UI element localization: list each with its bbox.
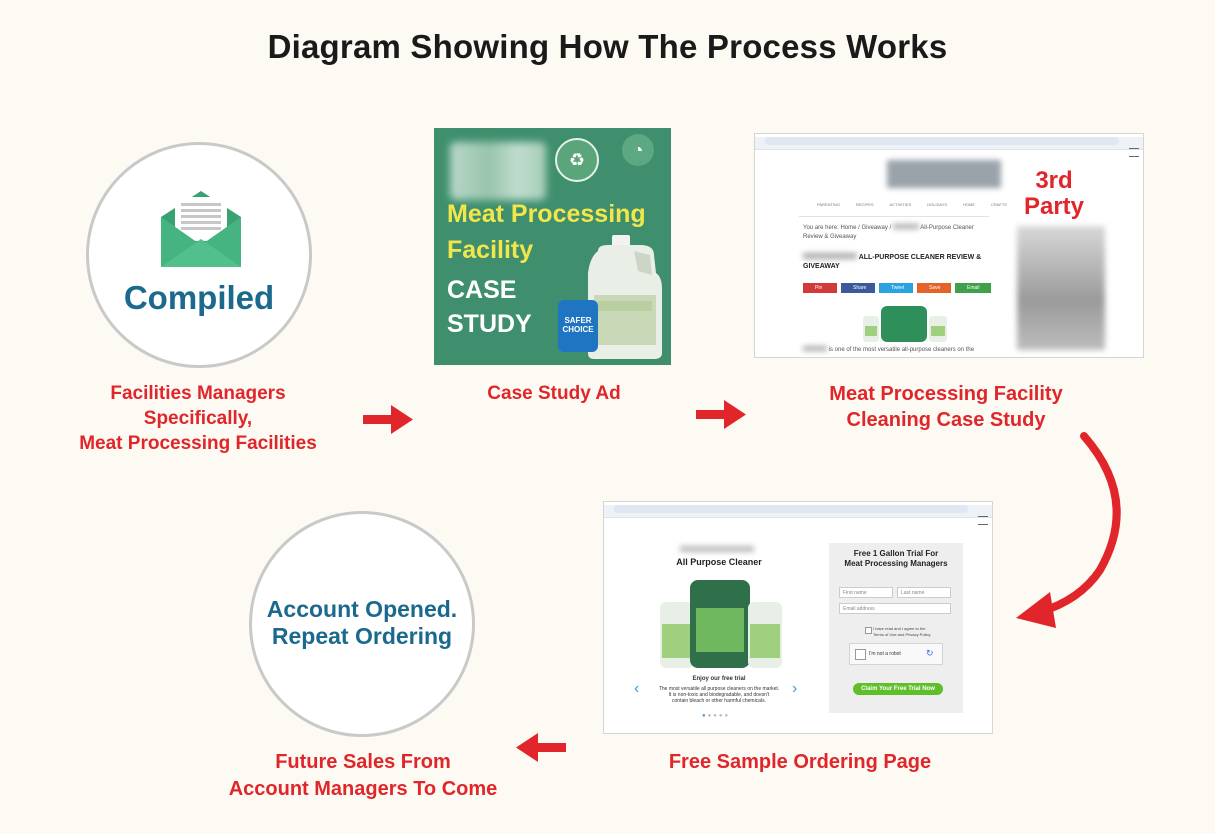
safer-choice-badge: SAFER CHOICE bbox=[558, 300, 598, 352]
last-name-field[interactable]: Last name bbox=[897, 587, 951, 598]
article-label: Meat Processing Facility Cleaning Case S… bbox=[829, 383, 1063, 431]
recaptcha-checkbox[interactable] bbox=[855, 649, 866, 660]
first-name-field[interactable]: First name bbox=[839, 587, 893, 598]
trial-form: Free 1 Gallon Trial For Meat Processing … bbox=[829, 543, 963, 713]
email-field[interactable]: Email address bbox=[839, 603, 951, 614]
enjoy-text: Enjoy our free trial bbox=[692, 676, 746, 682]
arrow-left-icon bbox=[516, 733, 566, 762]
order-page-browser: All Purpose Cleaner ‹ › Enjoy our free t… bbox=[603, 501, 993, 734]
carousel-prev-icon[interactable]: ‹ bbox=[634, 680, 640, 697]
menu-icon bbox=[1129, 148, 1139, 157]
compiled-label: Facilities Managers Specifically, Meat P… bbox=[79, 383, 317, 454]
form-title: Free 1 Gallon Trial For Meat Processing … bbox=[844, 549, 948, 568]
carousel-next-icon[interactable]: › bbox=[792, 680, 798, 697]
ad-label: Case Study Ad bbox=[487, 383, 621, 404]
browser-chrome bbox=[604, 505, 992, 518]
ad-line-2: Facility bbox=[447, 236, 534, 264]
pin-button[interactable]: Pin bbox=[803, 283, 837, 293]
page-title: Diagram Showing How The Process Works bbox=[267, 28, 948, 65]
order-label: Free Sample Ordering Page bbox=[668, 751, 932, 773]
brand-icon: ◔ bbox=[622, 134, 654, 166]
recaptcha-icon: ↻ bbox=[926, 648, 934, 658]
claim-trial-button[interactable]: Claim Your Free Trial Now bbox=[853, 683, 943, 695]
browser-chrome bbox=[755, 137, 1143, 150]
envelope-icon bbox=[161, 191, 241, 267]
product-image bbox=[863, 306, 947, 342]
product-jugs-image bbox=[660, 580, 782, 668]
blurred-site-logo bbox=[887, 160, 1001, 188]
robot-label: I'm not a robot bbox=[869, 651, 901, 657]
terms-text: I have read and I agree to the Terms of … bbox=[873, 626, 932, 637]
save-button[interactable]: Save bbox=[917, 283, 951, 293]
gallon-jug-icon bbox=[588, 235, 662, 359]
recycle-icon: ♻ bbox=[555, 138, 599, 182]
email-button[interactable]: Email bbox=[955, 283, 991, 293]
article-headline: ALL-PURPOSE CLEANER REVIEW & GIVEAWAY bbox=[803, 253, 982, 270]
share-button[interactable]: Share bbox=[841, 283, 875, 293]
arrow-right-icon bbox=[363, 405, 413, 434]
blurred-sidebar bbox=[1017, 226, 1105, 350]
menu-icon bbox=[978, 516, 988, 525]
product-title: All Purpose Cleaner bbox=[676, 557, 762, 567]
arrow-right-icon bbox=[696, 400, 746, 429]
account-circle: Account Opened. Repeat Ordering bbox=[249, 511, 475, 737]
carousel-dots[interactable]: ●●●●● bbox=[702, 713, 731, 719]
recaptcha-box[interactable]: I'm not a robot ↻ bbox=[849, 643, 943, 665]
compiled-badge: Compiled bbox=[123, 279, 275, 316]
third-party-overlay: 3rd Party bbox=[1023, 167, 1085, 220]
breadcrumb: You are here: Home / Giveaway / All-Purp… bbox=[803, 224, 974, 240]
curved-arrow-icon bbox=[1016, 432, 1121, 628]
article-body: is one of the most versatile all-purpose… bbox=[803, 346, 1003, 353]
account-label: Future Sales From Account Managers To Co… bbox=[228, 751, 498, 800]
blurred-logo bbox=[450, 142, 546, 200]
compiled-circle: Compiled bbox=[86, 142, 312, 368]
ad-line-1: Meat Processing bbox=[447, 200, 646, 228]
ad-line-3: CASE bbox=[447, 276, 517, 304]
ad-line-4: STUDY bbox=[447, 310, 532, 338]
tweet-button[interactable]: Tweet bbox=[879, 283, 913, 293]
account-badge: Account Opened. Repeat Ordering bbox=[266, 596, 458, 649]
case-study-ad: ♻ ◔ Meat Processing Facility CASE STUDY … bbox=[434, 128, 671, 365]
terms-checkbox[interactable] bbox=[865, 627, 872, 634]
product-description: The most versatile all purpose cleaners … bbox=[658, 686, 780, 704]
